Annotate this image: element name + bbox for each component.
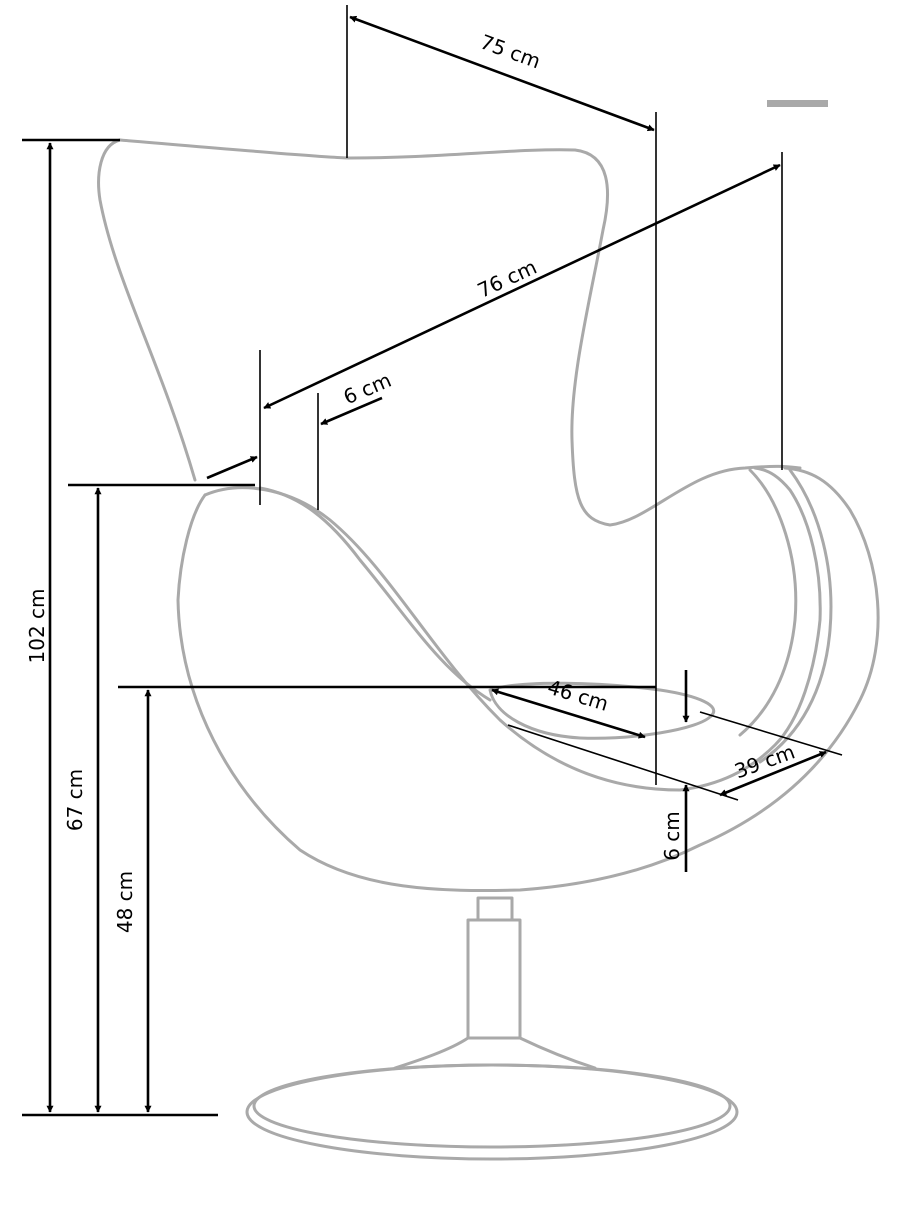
total-height-label: 102 cm <box>25 588 49 663</box>
backrest-thickness-arrow-left <box>206 455 258 480</box>
diagonal-arrow <box>263 163 781 410</box>
column-collar <box>476 896 514 922</box>
backrest-thickness-arrow-right <box>320 396 383 426</box>
seat-height-label: 48 cm <box>113 871 137 933</box>
chair-outline <box>97 138 880 1161</box>
grey-dash-marker <box>767 100 828 107</box>
depth-arrow <box>349 15 655 132</box>
armrest-mid-edge <box>758 468 833 764</box>
seat-width-arrow <box>719 750 827 797</box>
seat-shell <box>176 466 880 892</box>
cushion-thickness-label: 6 cm <box>660 811 684 861</box>
dimension-labels: 75 cm 76 cm 6 cm 102 cm 67 cm 48 cm 46 c… <box>25 29 798 933</box>
seat-depth-arrow <box>491 688 646 739</box>
diagonal-label: 76 cm <box>474 255 541 303</box>
backrest-shell <box>118 138 802 527</box>
base-disc <box>245 1063 739 1161</box>
seat-inner-curve-2 <box>258 486 492 702</box>
extension-lines <box>22 5 843 1117</box>
seat-inner-curve <box>203 466 822 792</box>
armrest-height-label: 67 cm <box>63 769 87 831</box>
armrest-inner-edge <box>738 468 798 737</box>
column <box>466 918 522 1040</box>
backrest-left-edge <box>97 138 197 482</box>
column-flare <box>393 1036 597 1070</box>
dimension-arrows <box>46 15 827 1113</box>
base-disc-inner <box>252 1063 732 1149</box>
